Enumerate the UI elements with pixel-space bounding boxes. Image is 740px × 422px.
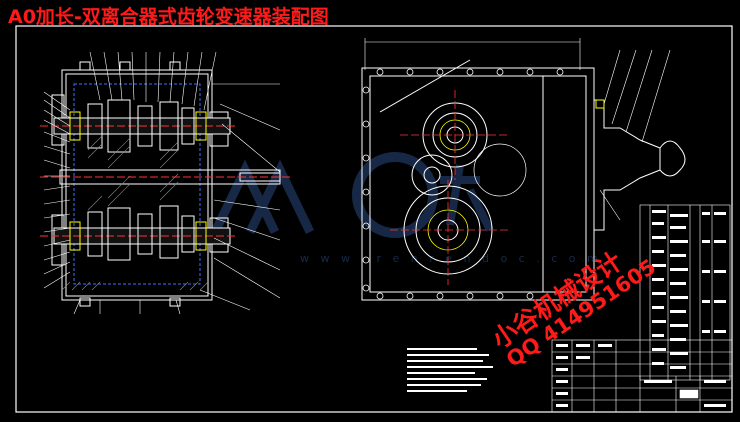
logo-watermark: w w w . r e n r e n d o c . c o m bbox=[210, 152, 602, 265]
parts-list-table bbox=[639, 204, 731, 381]
drawing-border bbox=[15, 25, 733, 413]
right-end-view bbox=[361, 38, 686, 301]
technical-notes bbox=[407, 348, 493, 392]
svg-text:w w w . r e n r e n d o c . c: w w w . r e n r e n d o c . c o m bbox=[300, 252, 602, 265]
title-block bbox=[551, 339, 733, 413]
left-sectional-view bbox=[40, 51, 290, 315]
drawing-title: A0加长-双离合器式齿轮变速器装配图 bbox=[8, 6, 329, 28]
